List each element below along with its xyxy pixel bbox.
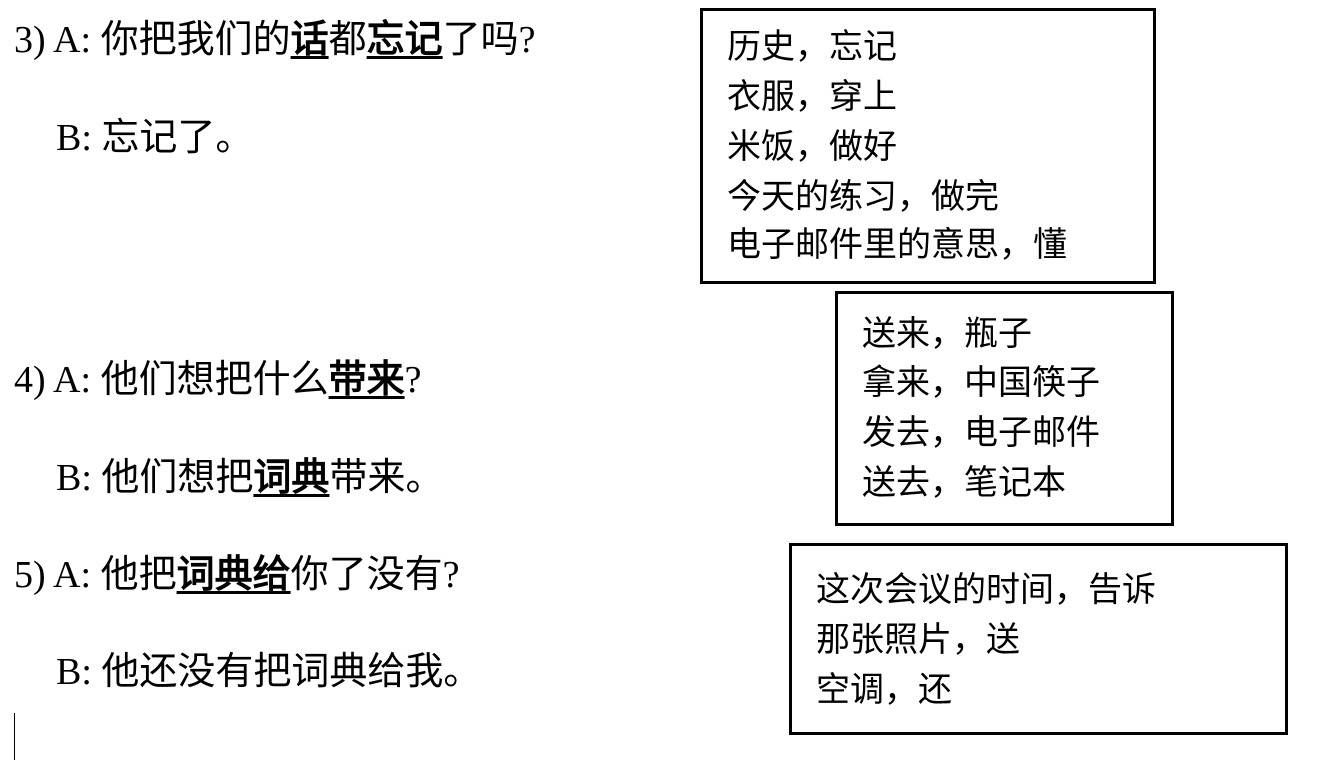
- emphasized-word: 带来: [328, 359, 405, 401]
- text: 他们想把什么: [100, 359, 329, 401]
- word-pair: 送来，瓶子: [862, 314, 1032, 354]
- line-label: 3) A:: [14, 19, 101, 61]
- word-pair: 这次会议的时间，告诉: [816, 570, 1156, 610]
- text: 你了没有?: [290, 554, 460, 596]
- line-label: B:: [56, 117, 102, 159]
- word-box-2: 送来，瓶子 拿来，中国筷子 发去，电子邮件 送去，笔记本: [835, 291, 1174, 526]
- word-pair: 米饭，做好: [727, 127, 897, 167]
- dialogue-4b: B: 他们想把词典带来。: [56, 456, 443, 500]
- text: 他把: [100, 554, 177, 596]
- line-label: B:: [56, 457, 102, 499]
- dialogue-3a: 3) A: 你把我们的话都忘记了吗?: [14, 18, 536, 62]
- dialogue-5a: 5) A: 他把词典给你了没有?: [14, 553, 459, 597]
- dialogue-4a: 4) A: 他们想把什么带来?: [14, 358, 421, 402]
- line-label: 5) A:: [14, 554, 101, 596]
- word-pair: 那张照片，送: [816, 620, 1020, 660]
- word-pair: 送去，笔记本: [862, 463, 1066, 503]
- text: 了吗?: [442, 19, 536, 61]
- dialogue-5b: B: 他还没有把词典给我。: [56, 650, 481, 694]
- text: 忘记了。: [101, 117, 254, 159]
- text: 他们想把: [101, 457, 254, 499]
- text: ?: [404, 359, 422, 401]
- word-box-1: 历史，忘记 衣服，穿上 米饭，做好 今天的练习，做完 电子邮件里的意思，懂: [700, 8, 1156, 284]
- word-pair: 今天的练习，做完: [727, 177, 999, 217]
- text: 你把我们的: [100, 19, 291, 61]
- text: 带来。: [329, 457, 444, 499]
- text-cursor: [14, 713, 15, 760]
- word-pair: 拿来，中国筷子: [862, 363, 1100, 403]
- word-box-3: 这次会议的时间，告诉 那张照片，送 空调，还: [789, 543, 1288, 735]
- emphasized-word: 词典给: [176, 554, 291, 596]
- line-label: B:: [56, 651, 102, 693]
- dialogue-3b: B: 忘记了。: [56, 116, 253, 160]
- word-pair: 历史，忘记: [727, 27, 897, 67]
- emphasized-word: 词典: [253, 457, 330, 499]
- word-pair: 空调，还: [816, 670, 952, 710]
- emphasized-word: 话: [290, 19, 329, 61]
- word-pair: 衣服，穿上: [727, 77, 897, 117]
- text: 都: [328, 19, 367, 61]
- emphasized-word: 忘记: [366, 19, 443, 61]
- word-pair: 发去，电子邮件: [862, 413, 1100, 453]
- word-pair: 电子邮件里的意思，懂: [727, 225, 1067, 265]
- text: 他还没有把词典给我。: [101, 651, 482, 693]
- line-label: 4) A:: [14, 359, 101, 401]
